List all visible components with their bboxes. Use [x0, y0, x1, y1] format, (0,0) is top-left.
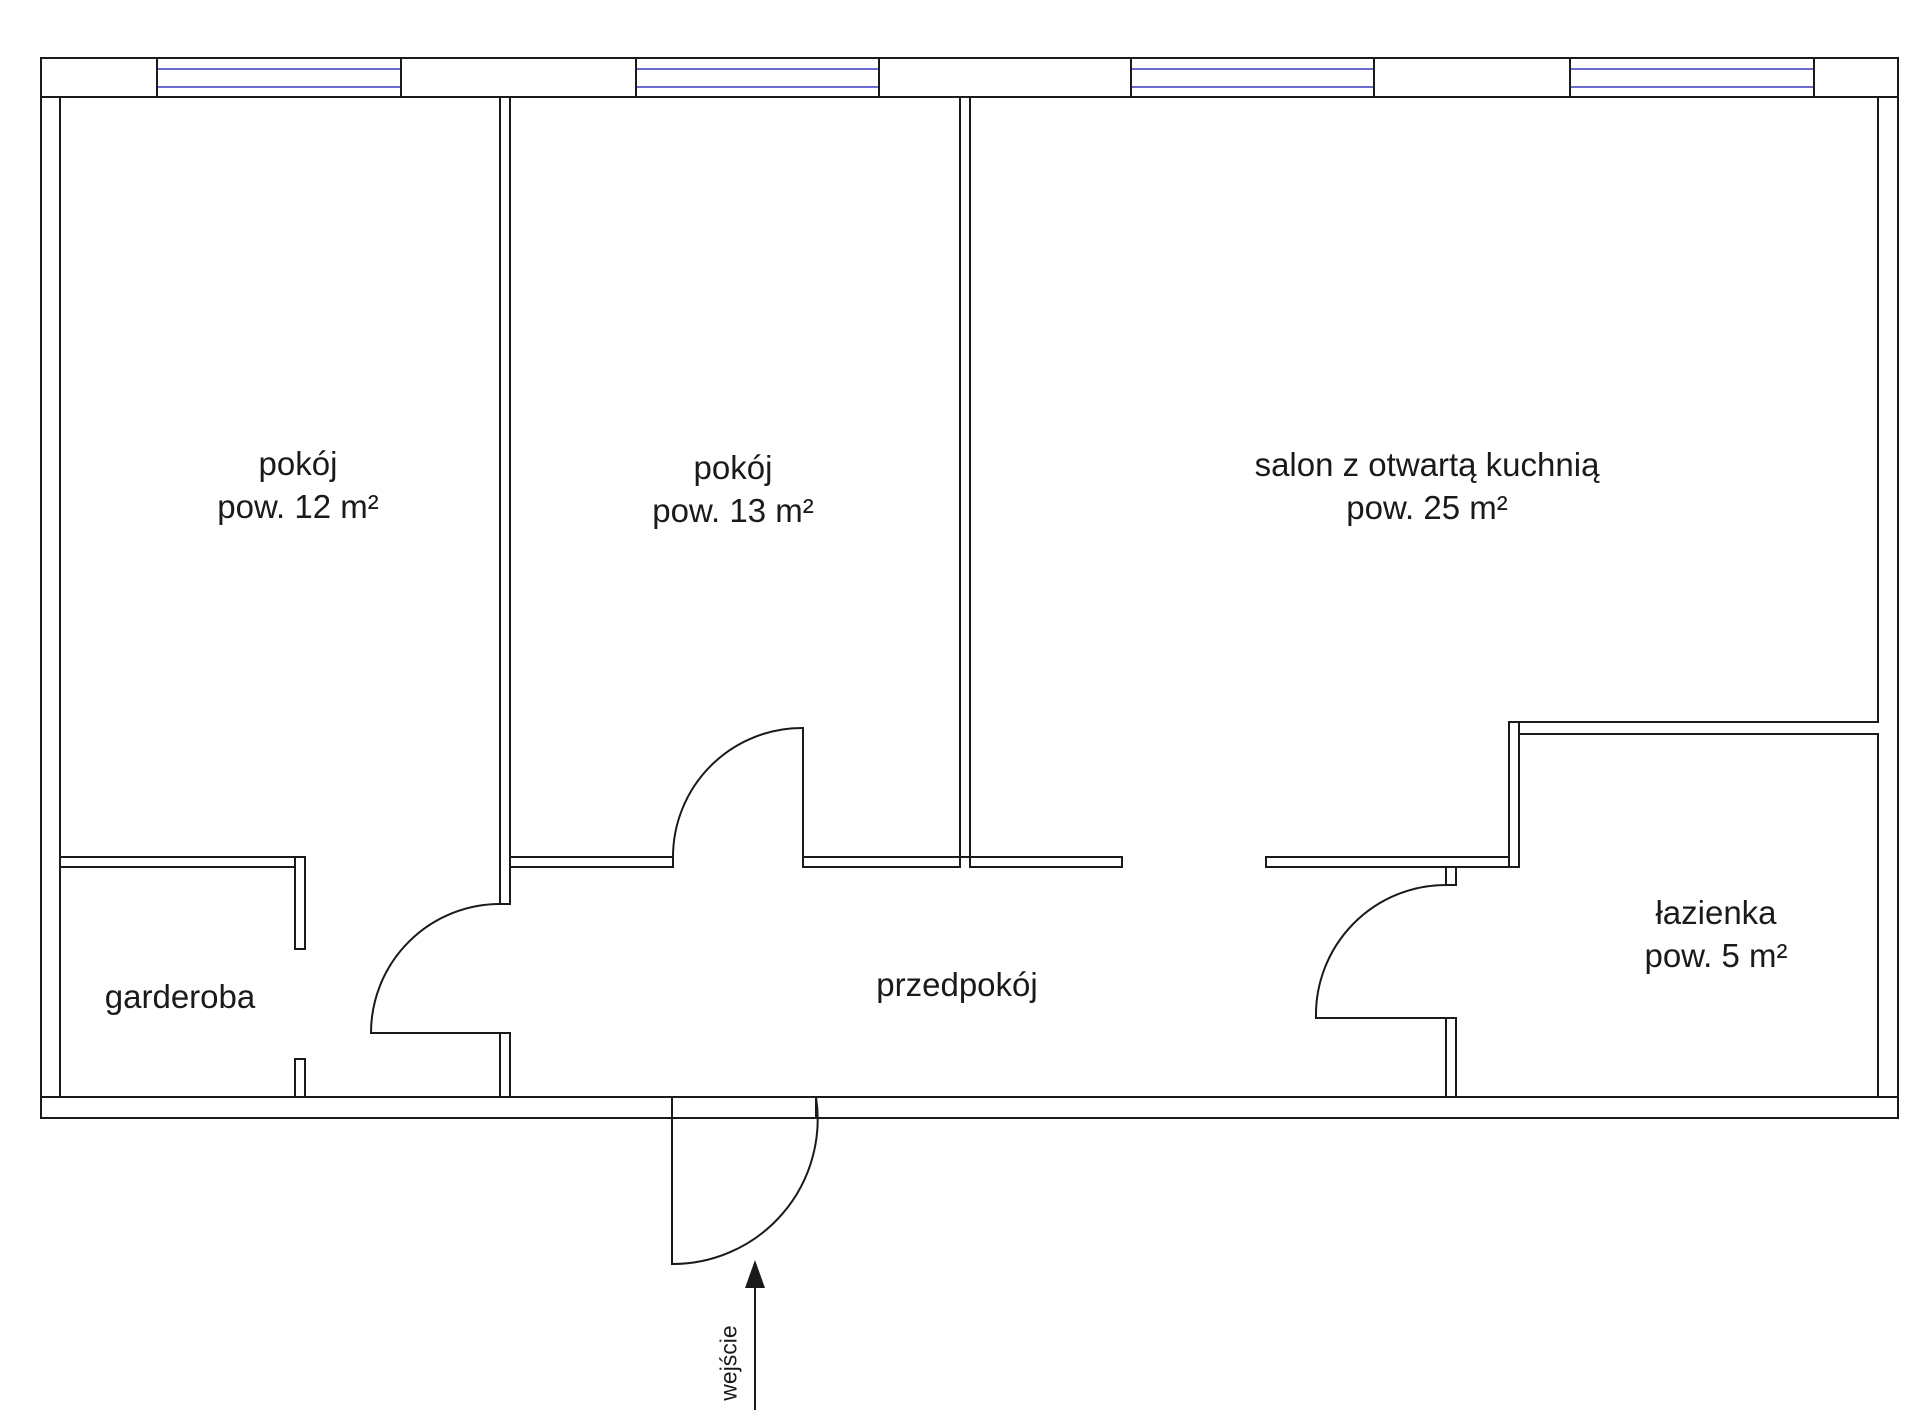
- bottom-wall: [40, 1096, 1899, 1119]
- entrance-arrow: [745, 1260, 765, 1410]
- entrance-label: wejście: [715, 1325, 742, 1401]
- room-area: pow. 25 m²: [1346, 489, 1508, 526]
- room-label-bathroom: łazienka pow. 5 m²: [1644, 891, 1787, 977]
- windows: [157, 68, 1814, 88]
- room-name: pokój: [258, 445, 338, 482]
- room-label-hallway: przedpokój: [876, 963, 1037, 1006]
- room-area: pow. 12 m²: [217, 488, 379, 525]
- door-entrance: [671, 1096, 819, 1266]
- room-label-bedroom-2: pokój pow. 13 m²: [652, 446, 813, 532]
- door-bedroom-1: [369, 903, 501, 1034]
- room-area: pow. 13 m²: [652, 492, 814, 529]
- room-area: pow. 5 m²: [1644, 937, 1788, 974]
- door-bathroom: [1314, 884, 1447, 1019]
- room-label-bedroom-1: pokój pow. 12 m²: [217, 442, 378, 528]
- room-name: salon z otwartą kuchnią: [1254, 446, 1600, 483]
- room-name: łazienka: [1655, 894, 1777, 931]
- window-piers: [40, 57, 1899, 98]
- door-bedroom-2: [672, 726, 804, 858]
- door-swings: [369, 726, 1447, 1266]
- interior-walls: [59, 96, 1520, 1098]
- room-name: przedpokój: [876, 966, 1038, 1003]
- room-name: pokój: [693, 449, 773, 486]
- room-name: garderoba: [104, 978, 256, 1015]
- room-label-wardrobe: garderoba: [105, 975, 255, 1018]
- room-label-living: salon z otwartą kuchnią pow. 25 m²: [1255, 443, 1600, 529]
